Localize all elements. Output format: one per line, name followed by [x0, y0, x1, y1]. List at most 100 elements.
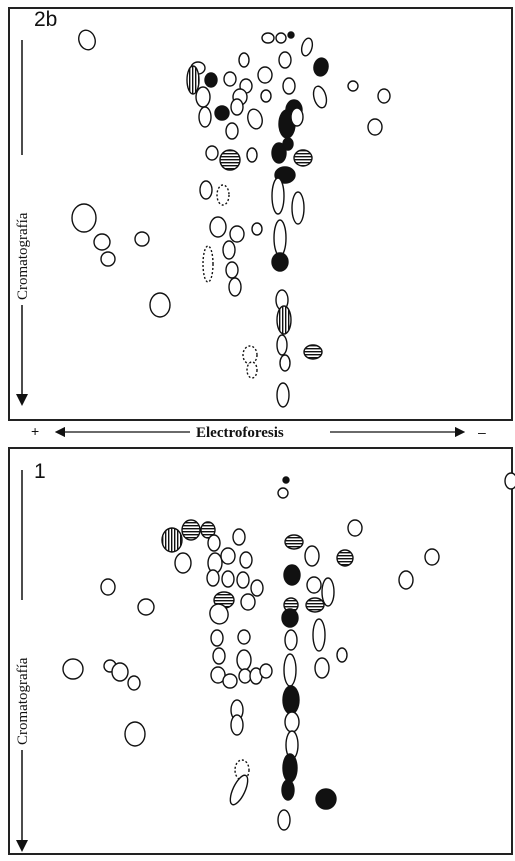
bottom-spot-solid-21 [283, 564, 301, 586]
bottom-spot-open-37 [312, 618, 326, 652]
top-spot-open-28 [225, 122, 239, 140]
top-spot-open-16 [347, 80, 359, 92]
bottom-spot-open-12 [174, 552, 192, 574]
bottom-spot-open-54 [284, 711, 300, 733]
top-spot-solid-35 [271, 142, 287, 164]
bottom-spot-striped-11 [336, 549, 354, 567]
bottom-spot-open-43 [111, 662, 129, 682]
bottom-spot-open-45 [210, 666, 226, 684]
top-spot-open-58 [276, 334, 288, 356]
bottom-spot-open-19 [221, 570, 235, 588]
bottom-spot-striped-6 [200, 521, 216, 539]
bottom-spot-open-18 [206, 569, 220, 587]
top-spot-open-2 [261, 32, 275, 44]
electrophoresis-label: Electroforesis [196, 425, 284, 441]
top-spot-open-24 [230, 98, 244, 116]
bottom-spot-open-29 [240, 593, 256, 611]
top-spot-open-26 [247, 108, 263, 130]
top-spot-solid-6 [313, 57, 329, 77]
bottom-spot-open-22 [250, 579, 264, 597]
panel-bottom-spots [62, 472, 515, 831]
bottom-spot-solid-59 [281, 779, 295, 801]
bottom-spot-open-20 [236, 571, 250, 589]
bottom-spot-open-16 [304, 545, 320, 567]
panel-bottom-frame [8, 447, 513, 855]
bottom-spot-open-47 [238, 668, 252, 684]
top-spot-open-5 [300, 37, 314, 57]
bottom-spot-open-15 [239, 551, 253, 569]
top-spot-open-21 [260, 89, 272, 103]
bottom-spot-open-61 [229, 774, 249, 806]
top-spot-open-25 [198, 106, 212, 128]
top-spot-open-55 [149, 292, 171, 318]
top-spot-solid-54 [271, 252, 289, 272]
panel-top: 2b Cromatografía [8, 7, 513, 421]
bottom-spot-open-34 [210, 629, 224, 647]
top-spot-vstriped-10 [186, 65, 200, 95]
bottom-spot-open-3 [504, 472, 515, 490]
panel-top-frame [8, 7, 513, 421]
top-spot-vstriped-57 [276, 305, 292, 335]
top-spot-open-1 [78, 29, 96, 51]
top-spot-open-30 [290, 107, 304, 127]
bottom-spot-striped-32 [305, 597, 325, 613]
top-spot-striped-31 [293, 149, 313, 167]
bottom-spot-open-51 [314, 657, 330, 679]
bottom-spot-open-41 [62, 658, 84, 680]
top-spot-open-34 [246, 147, 258, 163]
top-spot-open-27 [367, 118, 383, 136]
top-spot-open-7 [278, 51, 292, 69]
top-spot-dashed-62 [246, 361, 258, 379]
bottom-spot-open-38 [212, 647, 226, 665]
top-spot-open-53 [273, 219, 287, 257]
bottom-spot-open-8 [232, 528, 246, 546]
bottom-spot-open-17 [424, 548, 440, 566]
top-spot-open-3 [275, 32, 287, 44]
bottom-spot-open-25 [398, 570, 414, 590]
bottom-spot-open-63 [277, 809, 291, 831]
bottom-spot-striped-10 [284, 534, 304, 550]
top-spot-open-47 [229, 225, 245, 243]
top-spot-solid-4 [287, 31, 295, 39]
top-spot-open-12 [223, 71, 237, 87]
panel-top-spots [71, 29, 391, 408]
bottom-spot-open-9 [347, 519, 363, 537]
bottom-spot-open-30 [209, 603, 229, 625]
bottom-spot-open-46 [222, 673, 238, 689]
top-spot-open-59 [279, 354, 291, 372]
bottom-spot-solid-52 [282, 685, 300, 715]
bottom-spot-open-27 [137, 598, 155, 616]
top-spot-open-33 [205, 145, 219, 161]
bottom-spot-open-26 [100, 578, 116, 596]
top-spot-open-45 [134, 231, 150, 247]
bottom-spot-open-39 [236, 649, 252, 671]
bottom-spot-open-2 [277, 487, 289, 499]
bottom-spot-open-40 [336, 647, 348, 663]
top-spot-dashed-50 [202, 245, 214, 283]
bottom-spot-open-50 [283, 653, 297, 687]
bottom-spot-open-14 [220, 547, 236, 565]
top-spot-dashed-61 [242, 345, 258, 365]
panel-bottom: 1 Cromatografía [8, 447, 515, 855]
bottom-spot-open-56 [230, 714, 244, 736]
panel-top-axis-label: Cromatografía [15, 212, 31, 300]
bottom-spot-open-23 [306, 576, 322, 594]
top-spot-open-52 [228, 277, 242, 297]
top-spot-striped-32 [219, 149, 241, 171]
top-spot-solid-23 [214, 105, 230, 121]
bottom-spot-vstriped-4 [161, 527, 183, 553]
panel-bottom-axis-label-bg [14, 600, 30, 750]
top-spot-open-46 [209, 216, 227, 238]
top-spot-open-38 [199, 180, 213, 200]
bottom-spot-solid-58 [282, 753, 298, 783]
top-spot-open-18 [312, 85, 328, 109]
top-spot-open-48 [251, 222, 263, 236]
bottom-spot-solid-1 [282, 476, 290, 484]
panel-top-axis-label-bg [14, 155, 30, 305]
top-spot-open-63 [276, 382, 290, 408]
top-spot-open-17 [377, 88, 391, 104]
panel-bottom-axis-label: Cromatografía [15, 657, 31, 745]
bottom-spot-open-7 [207, 534, 221, 552]
bottom-spot-solid-33 [281, 608, 299, 628]
top-spot-open-41 [291, 191, 305, 225]
